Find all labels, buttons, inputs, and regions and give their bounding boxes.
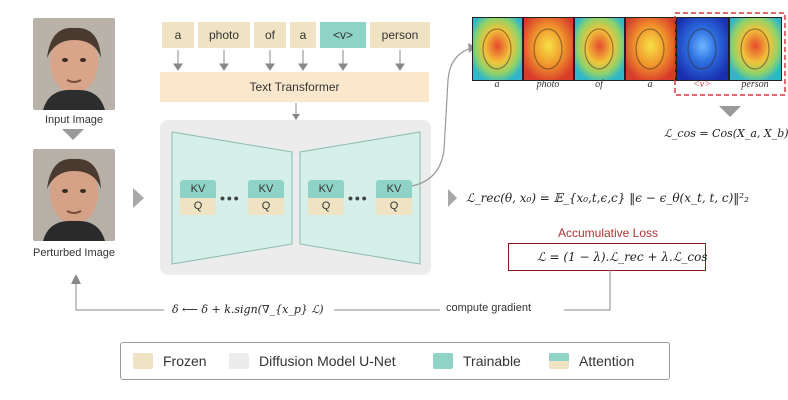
legend-item-attention: Attention [549, 352, 634, 370]
attention-block-2: KV Q [248, 180, 284, 215]
input-image [33, 18, 115, 110]
q-label: Q [248, 198, 284, 215]
token-a-2: a [290, 22, 316, 48]
right-arrow-icon [133, 188, 144, 208]
accumulative-loss-box: ℒ = (1 − λ).ℒ_rec + λ.ℒ_cos [508, 243, 708, 271]
legend-label: Frozen [163, 353, 207, 369]
perturbation-update-equation: δ ⟵ δ + k.sign(∇_{x_p} ℒ) [172, 303, 324, 316]
diffusion-unet: KV Q ••• KV Q KV Q ••• KV Q [160, 120, 431, 275]
down-arrow-icon [719, 106, 741, 117]
kv-label: KV [180, 180, 216, 198]
token-photo: photo [198, 22, 250, 48]
attention-block-1: KV Q [180, 180, 216, 215]
accumulative-loss-title: Accumulative Loss [557, 226, 659, 240]
kv-label: KV [248, 180, 284, 198]
token-v: <v> [320, 22, 366, 48]
input-image-label: Input Image [44, 114, 104, 126]
legend-swatch-split [549, 353, 569, 369]
legend-label: Diffusion Model U-Net [259, 353, 396, 369]
ellipsis-dots: ••• [220, 190, 241, 206]
compute-gradient-label: compute gradient [446, 302, 531, 314]
text-transformer: Text Transformer [160, 72, 429, 102]
map-label-v: <v> [693, 79, 711, 90]
map-label-photo: photo [536, 79, 560, 90]
perturbed-image [33, 149, 115, 241]
attention-map-connector [411, 43, 476, 187]
cos-loss-equation: ℒ_cos = Cos(X_a, X_b) [664, 127, 788, 140]
legend-swatch [229, 353, 249, 369]
token-person: person [370, 22, 430, 48]
right-arrow-icon [448, 189, 457, 207]
rec-loss-equation: ℒ_rec(θ, x₀) = 𝔼_{x₀,t,ϵ,c} ‖ϵ − ϵ_θ(x_t… [466, 191, 749, 205]
legend: Frozen Diffusion Model U-Net Trainable A… [120, 342, 670, 380]
ellipsis-dots: ••• [348, 190, 369, 206]
unet-decoder [299, 131, 421, 265]
map-label-a-2: a [647, 79, 653, 90]
legend-swatch [133, 353, 153, 369]
transformer-to-unet-arrow [292, 103, 300, 120]
token-of: of [254, 22, 286, 48]
attention-block-4: KV Q [376, 180, 412, 215]
legend-label: Attention [579, 353, 635, 369]
map-label-a-1: a [494, 79, 500, 90]
kv-label: KV [376, 180, 412, 198]
gradient-feedback-line [71, 270, 611, 311]
legend-item-unet: Diffusion Model U-Net [229, 352, 396, 370]
map-label-of: of [595, 79, 603, 90]
legend-item-frozen: Frozen [133, 352, 207, 370]
down-arrow-icon [62, 129, 84, 140]
q-label: Q [376, 198, 412, 215]
kv-label: KV [308, 180, 344, 198]
legend-item-trainable: Trainable [433, 352, 521, 370]
perturbed-image-label: Perturbed Image [33, 247, 115, 259]
map-label-person: person [741, 79, 769, 90]
total-loss-equation: ℒ = (1 − λ).ℒ_rec + λ.ℒ_cos [537, 250, 708, 264]
legend-swatch [433, 353, 453, 369]
unet-encoder [171, 131, 293, 265]
q-label: Q [308, 198, 344, 215]
legend-label: Trainable [463, 353, 521, 369]
q-label: Q [180, 198, 216, 215]
attention-block-3: KV Q [308, 180, 344, 215]
attention-maps-strip [472, 17, 782, 81]
token-arrows [173, 50, 405, 71]
token-a-1: a [162, 22, 194, 48]
